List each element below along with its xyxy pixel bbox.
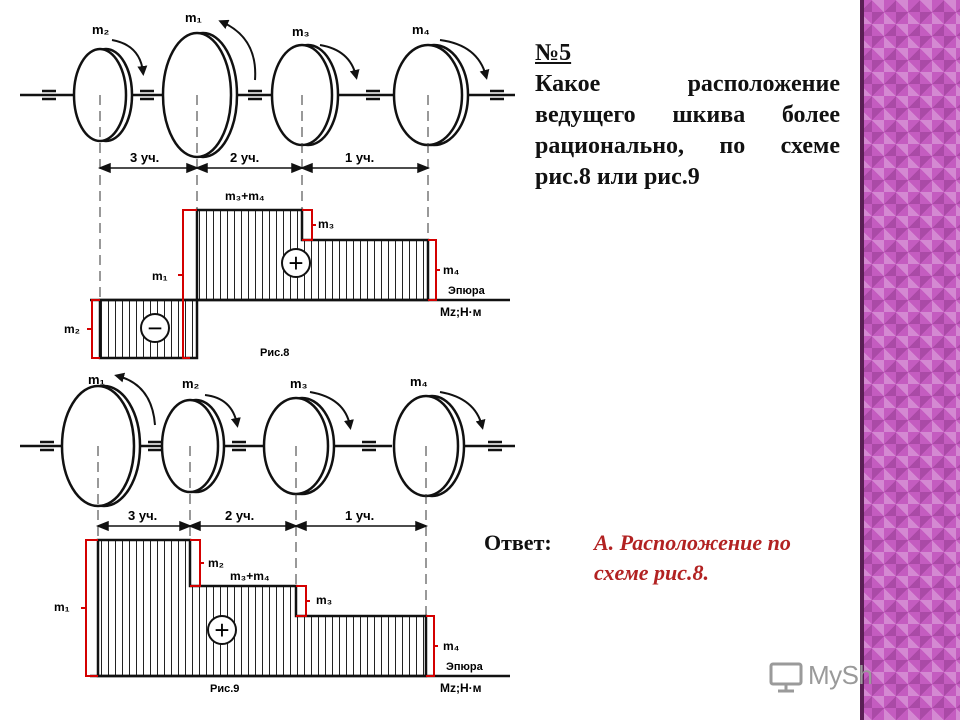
section-label: 2 уч.	[225, 508, 254, 523]
section-label: 1 уч.	[345, 150, 374, 165]
shaft-fig9	[20, 440, 515, 452]
diagram-label: m₃	[318, 217, 334, 231]
diagram-label: m₁	[152, 269, 168, 283]
pulley-label: m₁	[88, 372, 105, 387]
figure-caption: Рис.8	[260, 347, 289, 359]
section-label: 3 уч.	[130, 150, 159, 165]
moment-diagram-fig9	[90, 538, 510, 678]
unit-label: Mz;Н·м	[440, 681, 482, 695]
pulley-label: m₃	[292, 24, 310, 39]
presentation-icon	[769, 662, 803, 693]
diagram-label: m₄	[443, 263, 460, 277]
question-text: Какое расположение ведущего шкива более …	[535, 71, 840, 190]
positive-sign-circle	[281, 248, 311, 278]
diagram-label: m₂	[208, 556, 224, 570]
positive-sign: +	[214, 615, 229, 645]
figure-9: m₁ m₂ m₃ m₄ 3 уч. 2 уч. 1 уч. m₁ m₂ m₃+m	[20, 372, 515, 695]
figure-8: m₂ m₁ m₃ m₄ 3 уч. 2 уч. 1 уч.	[20, 10, 515, 360]
pulley-label: m₄	[412, 22, 430, 37]
diagram-label: m₁	[54, 600, 70, 614]
negative-sign-circle	[140, 313, 170, 343]
pulley-label: m₃	[290, 376, 308, 391]
pulley-label: m₄	[410, 374, 428, 389]
rotation-arrows-fig9	[114, 372, 486, 430]
diagram-label: m₃	[316, 593, 332, 607]
answer-label: Ответ:	[484, 530, 552, 555]
pulley-label: m₁	[185, 10, 202, 25]
answer-text: А. Расположение по схеме рис.8.	[594, 530, 791, 585]
positive-sign: +	[288, 248, 303, 278]
question-block: №5 Какое расположение ведущего шкива бол…	[535, 38, 840, 193]
epure-label: Эпюра	[448, 285, 486, 297]
diagram-label: m₄	[443, 639, 460, 653]
figure-caption: Рис.9	[210, 683, 239, 695]
diagram-label: m₂	[64, 322, 80, 336]
pulley-label: m₂	[182, 376, 200, 391]
section-label: 1 уч.	[345, 508, 374, 523]
projection-lines-fig9	[97, 446, 427, 616]
decorative-sidebar	[860, 0, 960, 720]
pulley-label: m₂	[92, 22, 110, 37]
question-number: №5	[535, 40, 572, 66]
pulleys-fig8	[72, 31, 470, 159]
unit-label: Mz;Н·м	[440, 305, 482, 319]
section-label: 3 уч.	[128, 508, 157, 523]
value-brackets-fig8	[87, 209, 440, 359]
pulleys-fig9	[60, 384, 466, 508]
diagram-label: m₃+m₄	[225, 189, 265, 203]
negative-sign: −	[147, 313, 162, 343]
positive-sign-circle	[207, 615, 237, 645]
sidebar-stripe	[860, 0, 864, 720]
rotation-arrows-fig8	[111, 19, 490, 81]
diagram-canvas: m₂ m₁ m₃ m₄ 3 уч. 2 уч. 1 уч.	[20, 10, 515, 695]
watermark-text: MySh	[808, 660, 873, 690]
dimension-line-fig9	[95, 520, 429, 532]
epure-label: Эпюра	[446, 661, 484, 673]
diagram-label: m₃+m₄	[230, 569, 270, 583]
shaft-fig8	[20, 89, 515, 101]
dimension-line-fig8	[97, 162, 431, 174]
watermark: MySh	[768, 654, 938, 696]
value-brackets-fig9	[81, 539, 438, 677]
section-label: 2 уч.	[230, 150, 259, 165]
